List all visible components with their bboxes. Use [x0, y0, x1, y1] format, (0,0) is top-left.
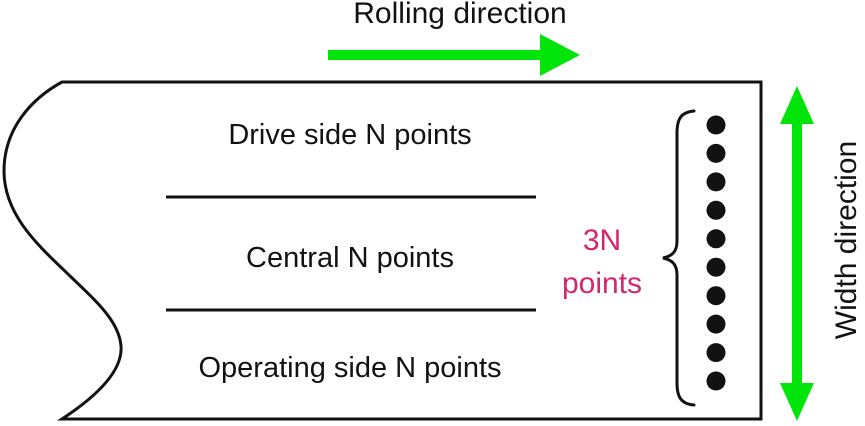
brace-points-label-line2: points	[561, 267, 643, 300]
brace-icon	[662, 109, 696, 407]
data-point-dot	[706, 172, 726, 192]
central-label: Central N points	[246, 242, 454, 274]
width-direction-arrow-icon	[780, 86, 814, 421]
rolling-direction-label: Rolling direction	[353, 0, 567, 30]
brace-points-label-line1: 3N	[582, 224, 622, 257]
data-point-dot	[706, 343, 726, 363]
brace-points-label: 3N points	[543, 219, 661, 305]
rolling-direction-arrow-icon	[328, 34, 580, 76]
data-point-dot	[706, 371, 726, 391]
data-point-dot	[706, 200, 726, 220]
data-point-dot	[706, 257, 726, 277]
width-direction-label: Width direction	[830, 140, 863, 340]
drive-side-label: Drive side N points	[228, 119, 472, 151]
steel-plate-outline	[2, 80, 763, 421]
data-point-dot	[706, 229, 726, 249]
data-point-dot	[706, 314, 726, 334]
data-point-dot	[706, 115, 726, 135]
operating-side-label: Operating side N points	[198, 352, 502, 384]
data-point-dot	[706, 143, 726, 163]
measurement-dots	[706, 115, 726, 391]
data-point-dot	[706, 286, 726, 306]
